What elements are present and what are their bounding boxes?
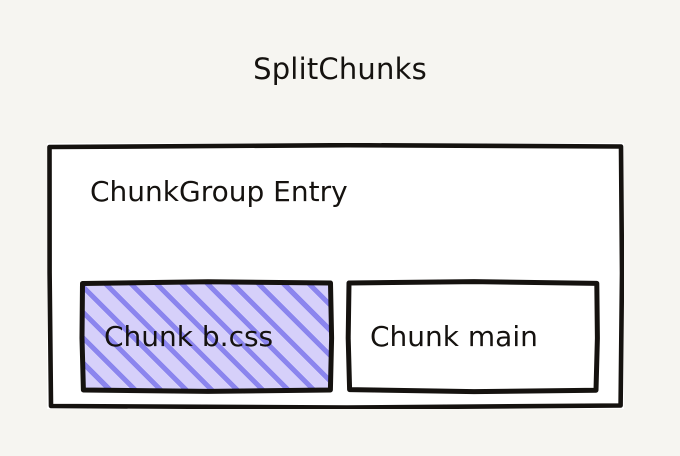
chunk-b-css-label: Chunk b.css — [104, 320, 274, 353]
chunkgroup-label: ChunkGroup Entry — [90, 175, 348, 208]
chunk-main-box[interactable]: Chunk main — [345, 279, 600, 395]
chunk-main-label: Chunk main — [370, 320, 538, 353]
chunk-b-css-box[interactable]: Chunk b.css — [79, 279, 335, 394]
page-title: SplitChunks — [253, 52, 427, 86]
